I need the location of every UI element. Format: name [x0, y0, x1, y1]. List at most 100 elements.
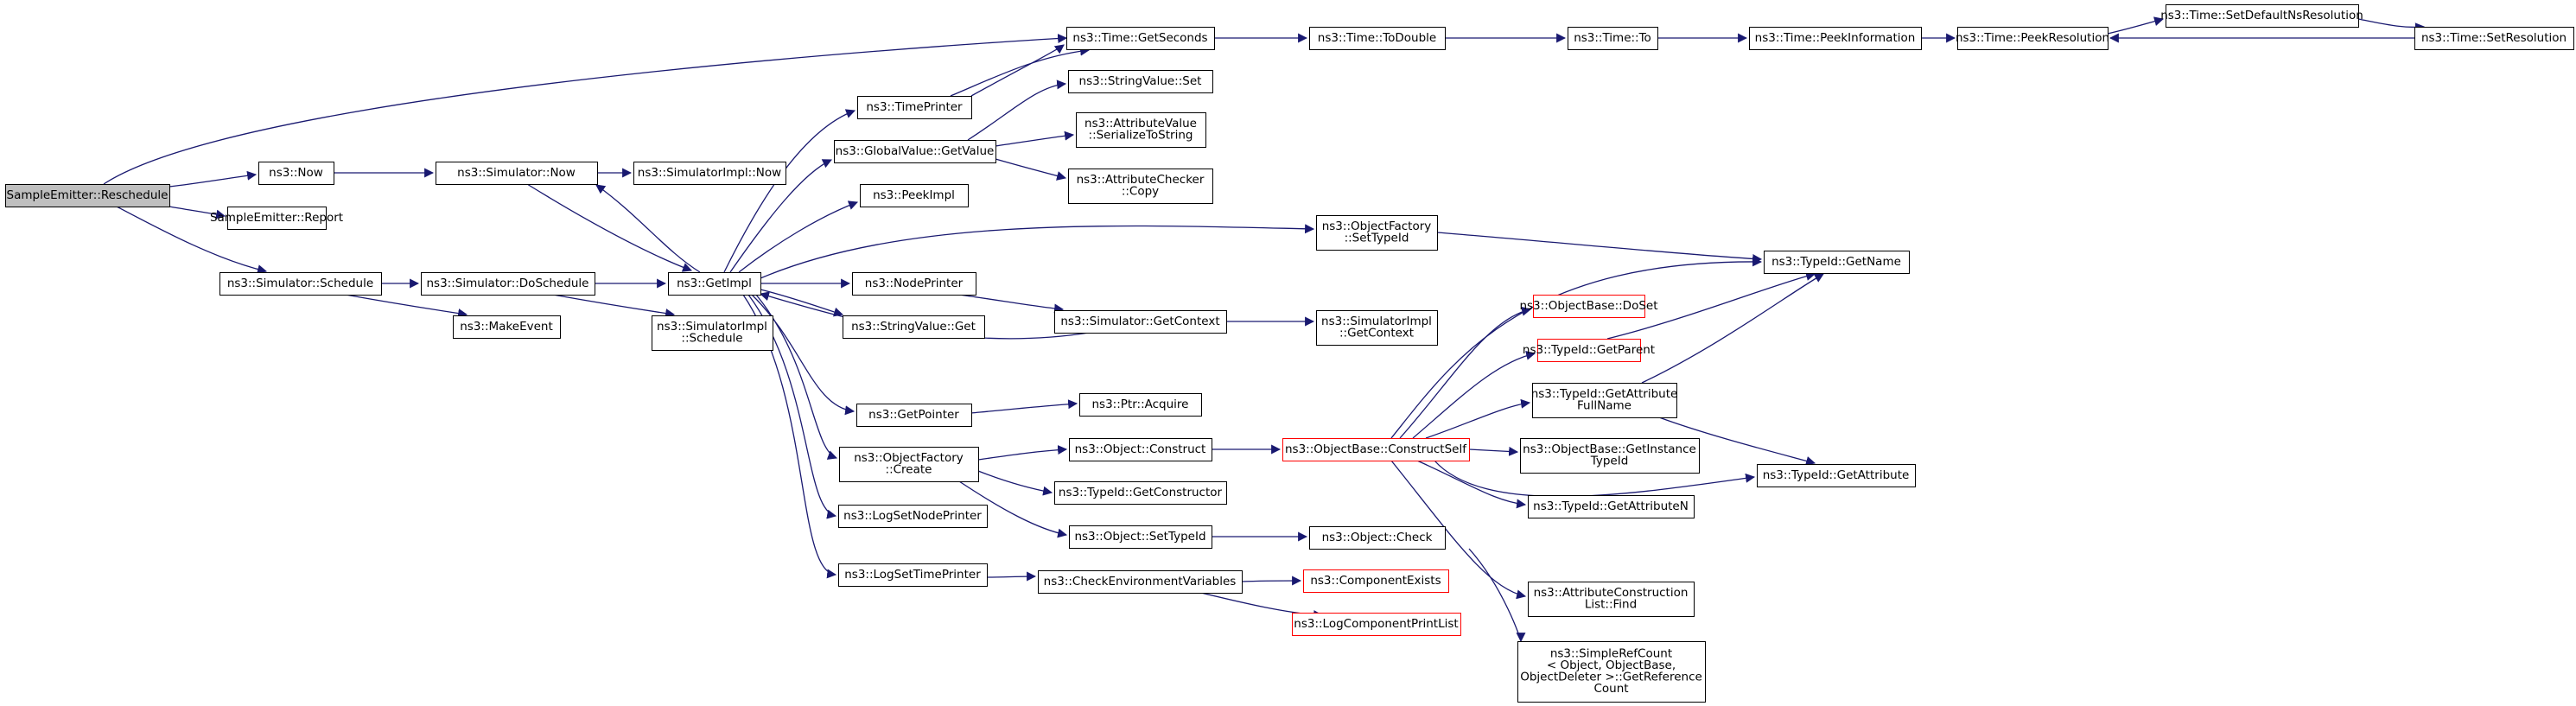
node-typeid_getattributen[interactable]: ns3::TypeId::GetAttributeN [1528, 495, 1695, 518]
call-edge-timeprinter-to-time_getseconds [950, 46, 1091, 97]
call-edge-ob_constructself-to-typeid_getname [1390, 257, 1763, 439]
node-doschedule[interactable]: ns3::Simulator::DoSchedule [421, 272, 595, 296]
node-typeid_getname[interactable]: ns3::TypeId::GetName [1764, 251, 1910, 274]
node-av_serialize[interactable]: ns3::AttributeValue::SerializeToString [1076, 112, 1206, 148]
node-ob_constructself[interactable]: ns3::ObjectBase::ConstructSelf [1282, 438, 1470, 461]
node-box [1537, 339, 1641, 362]
node-ob_doset[interactable]: ns3::ObjectBase::DoSet [1519, 295, 1658, 318]
call-edge-gv_getvalue-to-av_serialize [995, 130, 1075, 147]
call-edge-time_setdefaultnsresolution-to-time_setresolution [2357, 18, 2426, 33]
node-time_setresolution[interactable]: ns3::Time::SetResolution [2414, 27, 2574, 50]
call-edge-nodeprinter-to-sim_getcontext [958, 294, 1065, 314]
node-time_setdefaultnsresolution[interactable]: ns3::Time::SetDefaultNsResolution [2160, 4, 2363, 28]
node-box [1316, 215, 1438, 251]
node-time_peekinformation[interactable]: ns3::Time::PeekInformation [1749, 27, 1922, 50]
node-box [1282, 438, 1470, 461]
node-reschedule[interactable]: SampleEmitter::Reschedule [5, 184, 170, 207]
node-report[interactable]: SampleEmitter::Report [210, 207, 343, 230]
node-componentexists[interactable]: ns3::ComponentExists [1303, 569, 1449, 593]
node-sv_get[interactable]: ns3::StringValue::Get [843, 315, 985, 339]
node-label: ns3::Time::SetDefaultNsResolution [2160, 9, 2363, 22]
node-box [839, 447, 979, 482]
node-peekimpl[interactable]: ns3::PeekImpl [860, 184, 969, 207]
node-timeprinter[interactable]: ns3::TimePrinter [857, 96, 972, 119]
node-label: ::Copy [1122, 185, 1159, 199]
node-box [1528, 582, 1695, 617]
node-label: SampleEmitter::Reschedule [7, 188, 169, 202]
call-edge-getpointer-to-ptr_acquire [970, 399, 1078, 414]
node-label: ns3::NodePrinter [865, 277, 964, 290]
node-label: ns3::GetImpl [677, 277, 752, 290]
node-simimpl_getcontext[interactable]: ns3::SimulatorImpl::GetContext [1316, 310, 1438, 346]
node-box [1068, 70, 1213, 93]
node-label: ns3::AttributeValue [1084, 117, 1197, 130]
node-box [834, 140, 996, 163]
call-edge-getimpl-to-gv_getvalue [729, 159, 832, 273]
call-edge-of_create-to-typeid_getconstructor [977, 470, 1053, 496]
node-label: ns3::SimulatorImpl::Now [638, 166, 781, 180]
node-box [1038, 570, 1243, 594]
node-box [1076, 112, 1206, 148]
node-label: ns3::Simulator::Schedule [227, 277, 373, 290]
node-of_create[interactable]: ns3::ObjectFactory::Create [839, 447, 979, 482]
node-simimpl_now[interactable]: ns3::SimulatorImpl::Now [633, 162, 786, 185]
node-box [1517, 641, 1706, 703]
node-obj_construct[interactable]: ns3::Object::Construct [1069, 438, 1212, 461]
node-simplerefcount[interactable]: ns3::SimpleRefCount< Object, ObjectBase,… [1517, 641, 1706, 703]
call-edge-reschedule-to-sim_schedule [116, 206, 268, 275]
node-obj_settypeid[interactable]: ns3::Object::SetTypeId [1069, 525, 1212, 549]
call-edge-ob_constructself-to-attrconstructionlist_find [1390, 460, 1527, 600]
node-box [633, 162, 786, 185]
node-sim_now[interactable]: ns3::Simulator::Now [436, 162, 598, 185]
node-sim_schedule[interactable]: ns3::Simulator::Schedule [219, 272, 382, 296]
node-gv_getvalue[interactable]: ns3::GlobalValue::GetValue [834, 140, 996, 163]
node-time_to[interactable]: ns3::Time::To [1568, 27, 1658, 50]
node-box [1316, 310, 1438, 346]
node-label: ns3::Time::ToDouble [1318, 31, 1436, 45]
node-logsettimeprinter[interactable]: ns3::LogSetTimePrinter [838, 563, 988, 587]
node-typeid_getattribute[interactable]: ns3::TypeId::GetAttribute [1757, 464, 1916, 487]
node-label: ns3::ObjectBase::GetInstance [1523, 442, 1696, 456]
call-edge-getimpl-to-of_create [755, 294, 838, 460]
node-sim_getcontext[interactable]: ns3::Simulator::GetContext [1054, 310, 1227, 334]
node-label: ObjectDeleter >::GetReference [1520, 671, 1702, 684]
node-logsetnodeprinter[interactable]: ns3::LogSetNodePrinter [838, 505, 988, 528]
node-time_peekresolution[interactable]: ns3::Time::PeekResolution [1956, 27, 2109, 50]
call-edge-typeid_getparent-to-typeid_getname [1606, 271, 1816, 340]
node-time_todouble[interactable]: ns3::Time::ToDouble [1309, 27, 1446, 50]
call-edges [103, 16, 2426, 643]
call-edge-sim_now-to-getimpl [526, 183, 693, 272]
node-label: ns3::LogSetTimePrinter [844, 568, 981, 582]
node-time_getseconds[interactable]: ns3::Time::GetSeconds [1066, 27, 1215, 50]
node-ptr_acquire[interactable]: ns3::Ptr::Acquire [1079, 393, 1202, 417]
node-label: ns3::ObjectBase::DoSet [1519, 299, 1657, 313]
node-box [1066, 27, 1215, 50]
node-label: ::Create [886, 463, 932, 477]
node-obj_check[interactable]: ns3::Object::Check [1309, 526, 1446, 550]
node-typeid_getconstructor[interactable]: ns3::TypeId::GetConstructor [1054, 481, 1227, 505]
node-simimpl_schedule[interactable]: ns3::SimulatorImpl::Schedule [652, 315, 773, 351]
node-getimpl[interactable]: ns3::GetImpl [668, 272, 761, 296]
node-ac_copy[interactable]: ns3::AttributeChecker::Copy [1068, 169, 1213, 204]
node-typeid_getparent[interactable]: ns3::TypeId::GetParent [1523, 339, 1655, 362]
node-nodeprinter[interactable]: ns3::NodePrinter [852, 272, 976, 296]
node-makeevent[interactable]: ns3::MakeEvent [453, 315, 561, 339]
node-now[interactable]: ns3::Now [258, 162, 334, 185]
node-getpointer[interactable]: ns3::GetPointer [856, 404, 972, 427]
call-edge-logsettimeprinter-to-checkenv [986, 571, 1037, 582]
node-label: ns3::Now [269, 166, 323, 180]
node-label: ns3::TypeId::GetConstructor [1059, 486, 1223, 499]
node-checkenv[interactable]: ns3::CheckEnvironmentVariables [1038, 570, 1243, 594]
node-logcomponentprintlist[interactable]: ns3::LogComponentPrintList [1292, 613, 1461, 636]
call-edge-time_peekresolution-to-time_setdefaultnsresolution [2107, 16, 2165, 35]
node-label: ns3::TypeId::GetAttribute [1763, 468, 1910, 482]
node-sv_set[interactable]: ns3::StringValue::Set [1068, 70, 1213, 93]
call-edge-ob_constructself-to-ob_doset [1399, 306, 1532, 439]
node-box [1068, 169, 1213, 204]
node-box [1528, 495, 1695, 518]
node-of_settypeid[interactable]: ns3::ObjectFactory::SetTypeId [1316, 215, 1438, 251]
